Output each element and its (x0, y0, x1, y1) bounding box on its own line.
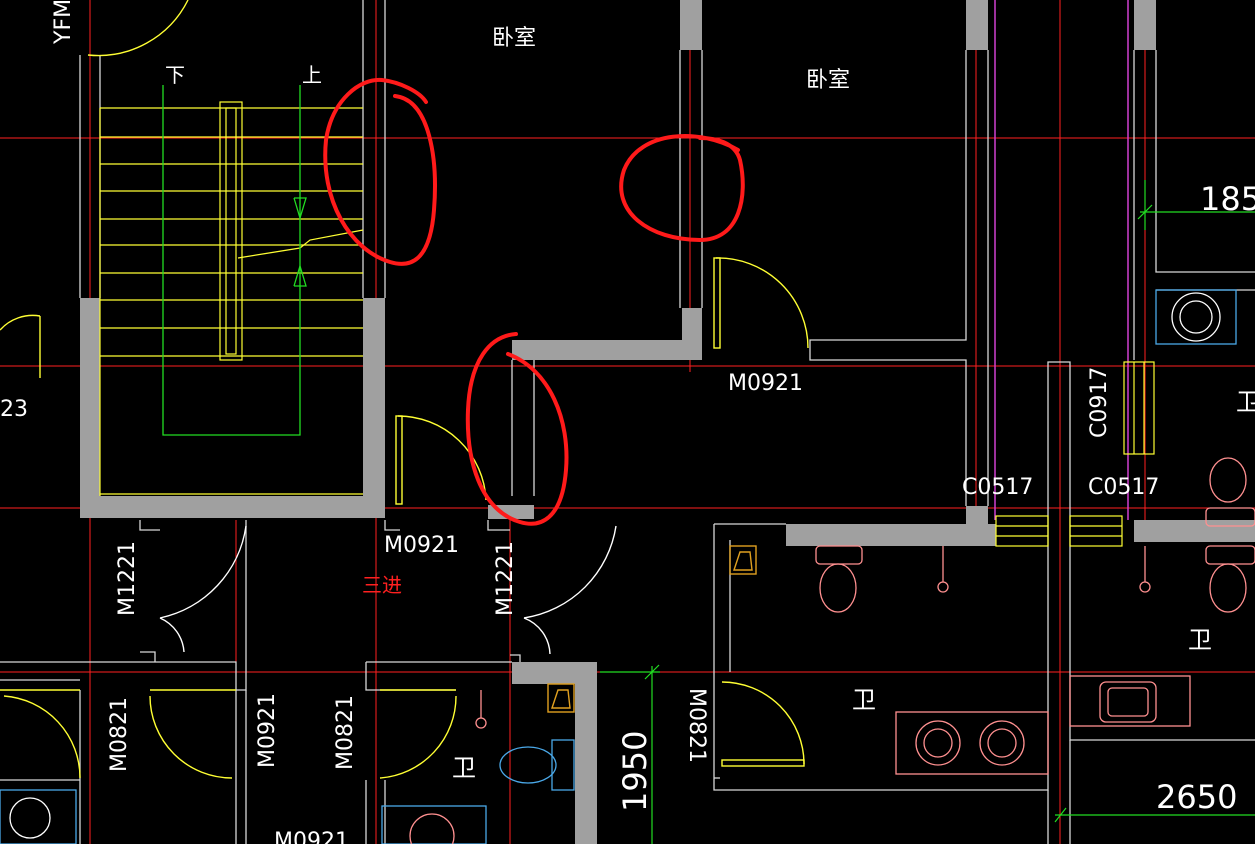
door-swing-m0821-b (149, 695, 233, 779)
wall-lower-pillar (575, 662, 597, 844)
wall-bedroom-bottom (512, 340, 692, 360)
label-m1221-b: M1221 (493, 541, 518, 616)
dimension-185: 185 (1200, 180, 1255, 218)
label-wc-4: 卫 (1236, 388, 1255, 416)
label-m0921-a: M0921 (384, 533, 459, 558)
label-m1221-a: M1221 (115, 541, 140, 616)
markup-circle-1 (323, 77, 437, 266)
door-swing-m0821-c (379, 695, 457, 779)
label-m0921-b: M0921 (728, 371, 803, 396)
wall-bath-top (786, 524, 996, 546)
door-swing-bedroom (715, 257, 809, 349)
toilet-1 (815, 545, 863, 613)
label-partial-23: 23 (0, 397, 28, 422)
wall-far-right (1134, 520, 1255, 542)
stair: 下 上 (99, 63, 364, 496)
stair-wall-left (80, 298, 100, 518)
label-m0821-a: M0821 (107, 697, 132, 772)
wash-basin-1 (895, 711, 1049, 775)
door-swing-m0821-a (3, 695, 81, 779)
stair-down-label: 下 (165, 63, 185, 87)
label-c0517-a: C0517 (962, 475, 1033, 500)
wall-right-pillar (966, 0, 988, 50)
wall-bath-right (966, 506, 988, 546)
shaft-icons (547, 545, 757, 713)
dimension-2650: 2650 (1156, 778, 1237, 816)
door-swing-m1221-right (523, 525, 617, 619)
stair-wall-bottom (80, 496, 385, 518)
label-yfm: YFM (51, 0, 76, 45)
stair-handrail (219, 101, 243, 361)
label-wc-2: 卫 (452, 754, 476, 782)
dimension-1950: 1950 (616, 731, 654, 812)
door-swing-stair (397, 415, 487, 501)
walls (80, 0, 1255, 844)
markup-circle-3 (465, 332, 569, 526)
stair-wall-right (363, 298, 385, 518)
windows (995, 361, 1155, 547)
window-c0517-a (995, 515, 1049, 547)
window-c0917 (1123, 361, 1155, 455)
toilet-2 (1205, 457, 1255, 613)
label-c0517-b: C0517 (1088, 475, 1159, 500)
shaft-icon-1 (729, 545, 757, 575)
fixtures (0, 289, 1255, 844)
door-swings (0, 0, 809, 779)
markup-circle-2 (619, 134, 745, 243)
room-label-bedroom-1: 卧室 (492, 26, 536, 51)
toilet-3 (499, 739, 575, 791)
door-swing-m1221-left (159, 525, 247, 619)
label-wc-3: 卫 (1188, 626, 1212, 654)
pipes (994, 0, 1129, 520)
markup-circles (323, 77, 745, 526)
wall-top-pillar (680, 0, 702, 50)
dimension-lines (600, 180, 1255, 844)
stair-treads (100, 107, 363, 357)
door-swing-bath (721, 681, 805, 765)
wall-bedroom-corner (682, 308, 702, 360)
room-label-bedroom-2: 卧室 (806, 68, 850, 93)
label-m0921-c: M0921 (255, 693, 280, 768)
label-m0921-d: M0921 (274, 829, 349, 844)
shaft-icon-2 (547, 683, 575, 713)
wash-basin-3 (0, 789, 487, 844)
kitchen-sink (1069, 675, 1191, 727)
label-c0917: C0917 (1087, 367, 1112, 438)
stair-centerline (162, 85, 307, 436)
label-wc-1: 卫 (852, 686, 876, 714)
door-swing-top-left (87, 0, 189, 57)
floor-drain (475, 546, 1151, 729)
window-c0517-b (1069, 515, 1123, 547)
wall-far-pillar (1134, 0, 1156, 50)
label-m0821-c: M0821 (684, 688, 709, 763)
wash-basin-2 (1155, 289, 1237, 345)
label-three-in: 三进 (362, 573, 402, 597)
door-swing-left-edge (0, 314, 41, 331)
label-m0821-b: M0821 (333, 695, 358, 770)
stair-up-label: 上 (302, 63, 322, 87)
